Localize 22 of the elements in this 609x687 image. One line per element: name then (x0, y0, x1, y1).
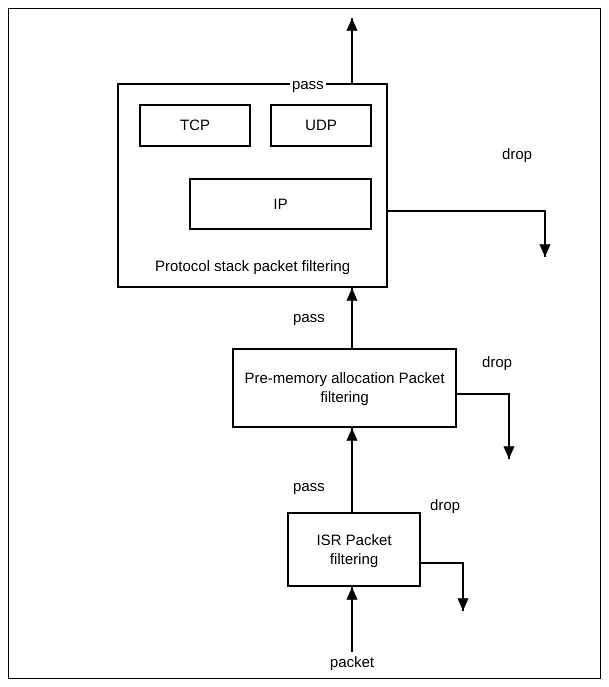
edge-label: drop (428, 497, 462, 515)
arrow (457, 393, 515, 459)
edge-label: drop (480, 354, 514, 372)
process-box (287, 512, 421, 587)
arrow (346, 428, 358, 512)
process-box (139, 104, 251, 147)
node-label: Pre-memory allocation Packet filtering (243, 369, 446, 407)
arrow (346, 18, 358, 83)
input-label: packet (330, 652, 374, 673)
node-label: ISR Packet filtering (315, 530, 393, 568)
arrow (346, 587, 358, 652)
node-label: UDP (305, 116, 337, 135)
node-label: IP (273, 194, 288, 214)
process-box (270, 104, 372, 147)
process-box (232, 348, 457, 428)
arrow (346, 288, 358, 348)
node-label: TCP (180, 116, 210, 135)
arrow (421, 562, 469, 611)
process-box (189, 178, 372, 230)
edge-label: drop (500, 146, 534, 164)
node-label: Protocol stack packet filtering (154, 257, 350, 276)
arrow (388, 210, 551, 257)
